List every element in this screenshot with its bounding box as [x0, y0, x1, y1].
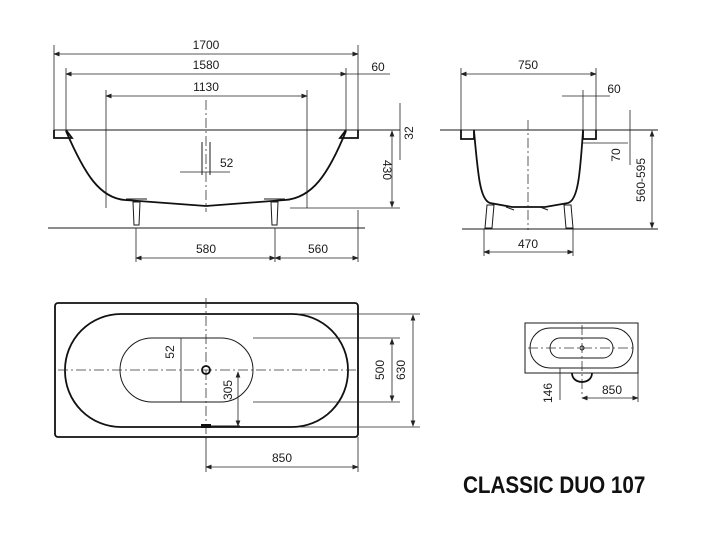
- dim-bottom-length: 1130: [193, 80, 219, 94]
- dim-end-rim-width: 60: [607, 82, 621, 96]
- dim-small-drain-to-end: 850: [602, 383, 622, 397]
- plan-view: 52 305 500 630 850: [54, 298, 420, 472]
- dim-overall-width: 750: [518, 58, 538, 72]
- dim-end-leg-spacing: 470: [518, 237, 538, 251]
- dim-drain-offset: 52: [220, 156, 234, 170]
- dim-plan-drain-offset: 52: [163, 345, 177, 359]
- dim-total-height: 560-595: [634, 158, 648, 202]
- dim-rim-width: 60: [371, 60, 385, 74]
- dim-overall-length: 1700: [193, 38, 220, 52]
- product-title: CLASSIC DUO 107: [463, 472, 646, 499]
- dim-leg-spacing: 580: [196, 242, 216, 256]
- dim-inner-length: 1580: [193, 58, 220, 72]
- side-view: 1700 1580 60 1130 52 430 32: [48, 38, 416, 262]
- end-view: 750 60 70 560-595 470: [440, 58, 658, 256]
- dim-outer-width: 630: [394, 360, 408, 380]
- small-plan-view: 146 850: [524, 322, 639, 403]
- dim-leg-to-end: 560: [308, 242, 328, 256]
- dim-height: 430: [380, 160, 394, 180]
- dim-rim-depth: 70: [609, 148, 623, 162]
- dim-inner-width: 500: [373, 360, 387, 380]
- dim-drain-to-end: 850: [272, 451, 292, 465]
- dim-rim-thickness: 32: [402, 126, 416, 140]
- dim-drain-to-edge: 305: [221, 380, 235, 400]
- dim-overflow-offset: 146: [541, 383, 555, 403]
